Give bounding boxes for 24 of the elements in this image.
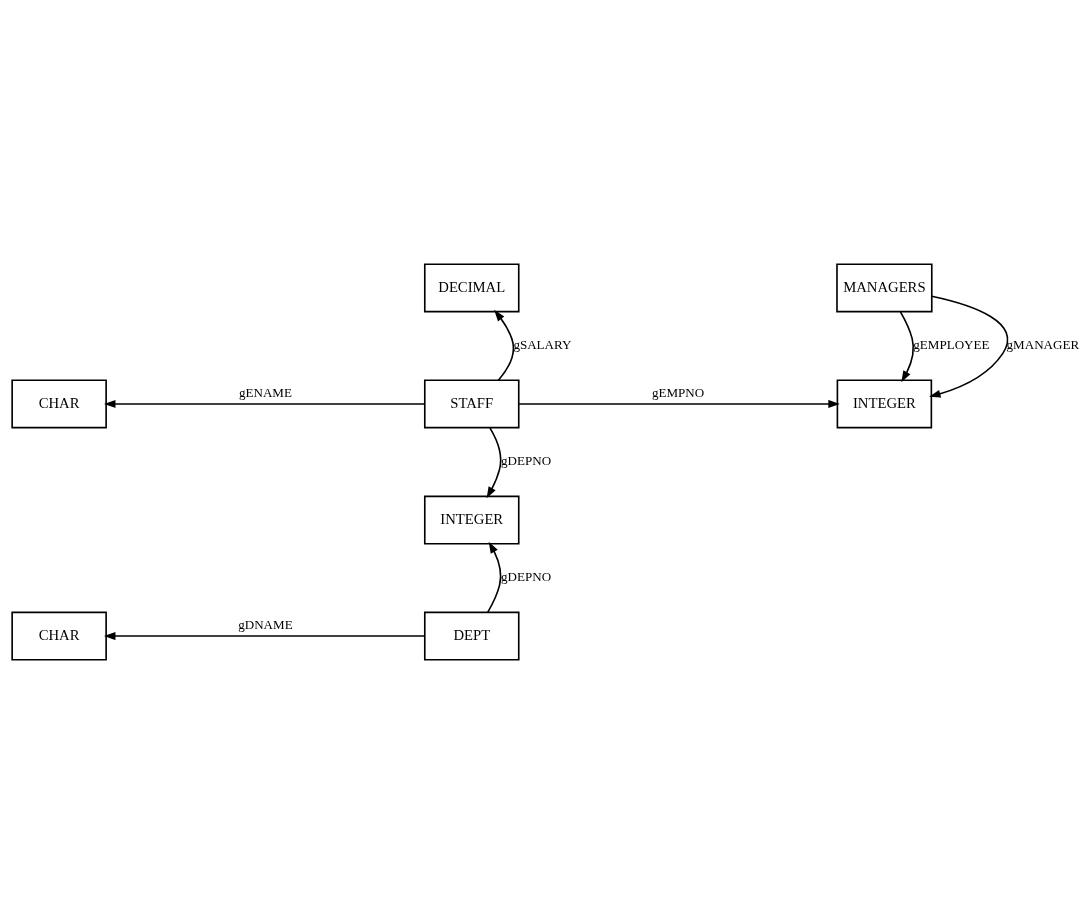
arrow [494,309,515,381]
edge-label: gEMPLOYEE [913,336,990,352]
arrow [899,310,915,382]
node-box: INTEGER [423,495,520,545]
arrow [518,399,840,408]
node-box: INTEGER [836,378,933,428]
edge-label: gDEPNO [501,452,552,468]
edge-label: gSALARY [513,336,572,352]
arrow [104,631,426,640]
arrow [929,294,1009,398]
edge-label: gDEPNO [501,568,552,584]
node-box: DECIMAL [423,262,520,312]
node-box: CHAR [11,611,107,661]
edge-label: gMANAGER [1006,336,1080,352]
node-box: STAFF [423,378,520,428]
arrow [487,541,502,613]
arrow [104,399,426,408]
node-box: MANAGERS [836,262,933,312]
edge-label: gENAME [238,384,292,400]
edge-label: gEMPNO [651,384,705,400]
node-box: DEPT [423,611,520,661]
edge-label: gDNAME [238,616,293,632]
arrow [486,426,502,498]
node-box: CHAR [11,378,107,428]
